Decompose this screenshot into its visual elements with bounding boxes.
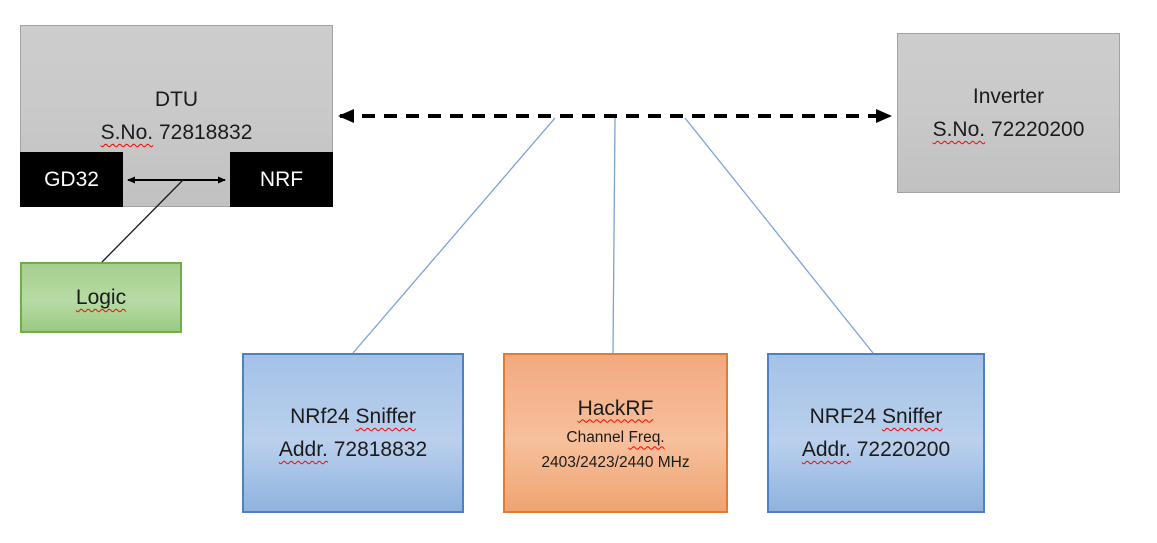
sniffer-left-connector-line (352, 117, 556, 354)
inverter-serial-number: 72220200 (990, 118, 1085, 141)
sniffer-right-title: NRF24 Sniffer (809, 405, 943, 428)
sniffer-left-title: NRf24 Sniffer (290, 405, 416, 428)
hackrf-frequencies: 2403/2423/2440 MHz (541, 453, 690, 471)
logic-box: Logic (20, 262, 182, 333)
hackrf-box: HackRF Channel Freq. 2403/2423/2440 MHz (503, 353, 728, 513)
hackrf-channel-line: Channel Freq. (566, 428, 665, 446)
inverter-serial: S.No. 72220200 (933, 113, 1085, 146)
nrf-chip-box: NRF (230, 152, 333, 207)
sniffer-left-address: Addr. 72818832 (278, 438, 428, 461)
dtu-title: DTU (154, 88, 199, 111)
hackrf-connector-line (612, 117, 616, 354)
sniffer-left-box: NRf24 Sniffer Addr. 72818832 (242, 353, 464, 513)
hackrf-title: HackRF (577, 396, 654, 420)
dtu-serial: S.No. 72818832 (101, 116, 253, 149)
nrf-label: NRF (259, 167, 304, 191)
sniffer-right-connector-line (684, 117, 874, 354)
dtu-serial-label: S.No. (100, 121, 154, 144)
inverter-box: Inverter S.No. 72220200 (897, 33, 1120, 193)
inverter-serial-label: S.No. (932, 118, 986, 141)
gd32-label: GD32 (44, 167, 99, 191)
sniffer-right-box: NRF24 Sniffer Addr. 72220200 (767, 353, 985, 513)
logic-label: Logic (75, 286, 127, 309)
sniffer-right-address: Addr. 72220200 (801, 438, 951, 461)
inverter-title: Inverter (972, 85, 1045, 108)
dtu-serial-number: 72818832 (158, 121, 253, 144)
gd32-chip-box: GD32 (20, 152, 123, 207)
